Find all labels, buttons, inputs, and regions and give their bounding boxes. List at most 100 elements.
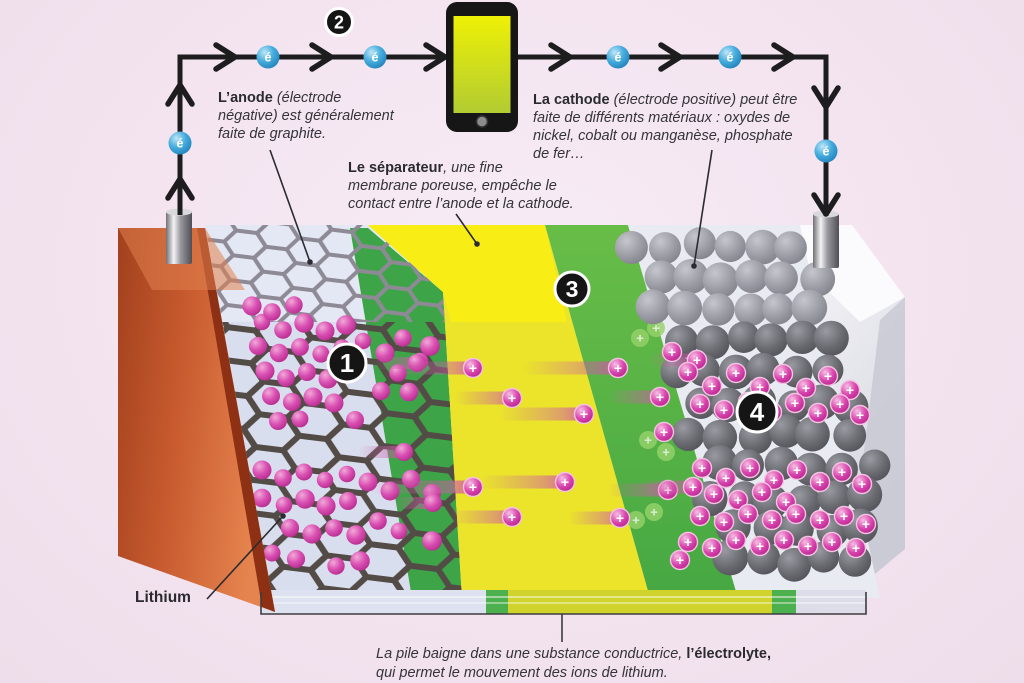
lithium-ion (390, 522, 408, 540)
flow-arrow-icon (309, 42, 334, 72)
lithium-ion (280, 518, 300, 538)
cathode-particle (667, 290, 703, 326)
svg-text:+: + (693, 352, 701, 368)
step-badge-1: 1 (326, 342, 368, 384)
lithium-ion (295, 489, 315, 509)
lithium-ion (294, 313, 314, 333)
cathode-particle (649, 232, 681, 265)
svg-text:+: + (696, 396, 704, 412)
cathode-particle (673, 259, 709, 294)
anode-annotation: L’anode (électrode négative) est général… (218, 90, 400, 144)
svg-text:+: + (816, 474, 824, 490)
lithium-ion (277, 369, 295, 387)
lithium-ion (336, 315, 356, 335)
positive-ion: + (641, 476, 704, 498)
cathode-particle (774, 231, 807, 265)
positive-ion: + (608, 386, 671, 408)
svg-text:+: + (580, 406, 588, 422)
svg-text:+: + (816, 512, 824, 528)
cathode-particle (762, 293, 794, 325)
flow-arrow-icon (423, 42, 448, 72)
positive-ion: + (701, 537, 723, 559)
anode-term: L’anode (218, 90, 273, 106)
positive-ion: + (851, 473, 873, 495)
lithium-ion (315, 321, 335, 341)
positive-ion: + (661, 341, 683, 363)
lithium-ions-group (242, 296, 442, 575)
svg-text:+: + (814, 405, 822, 421)
lithium-ion (303, 387, 323, 407)
phone-icon (446, 2, 518, 132)
cathode-particle (735, 259, 769, 293)
lithium-label: Lithium (135, 589, 191, 606)
lithium-ion-moving (393, 494, 442, 512)
svg-text:+: + (636, 331, 644, 346)
electron-icon: é (814, 139, 838, 163)
lithium-ion (327, 557, 345, 575)
positive-ion: + (480, 471, 576, 493)
svg-text:+: + (758, 484, 766, 500)
svg-text:+: + (824, 368, 832, 384)
ghost-ion: + (631, 329, 649, 347)
electron-icon: é (606, 45, 630, 69)
svg-text:+: + (756, 538, 764, 554)
battery-bottom-edge (262, 590, 866, 614)
cathode-particle (695, 325, 730, 360)
step-badge-2-number: 2 (334, 13, 344, 33)
separator-desc: , une fine membrane poreuse, empêche le … (348, 160, 574, 212)
positive-ion: + (450, 506, 523, 528)
positive-ion: + (703, 483, 725, 505)
right-terminal (813, 210, 839, 268)
electron-icon: é (256, 45, 280, 69)
svg-text:+: + (662, 445, 670, 460)
svg-text:+: + (722, 470, 730, 486)
svg-text:+: + (852, 540, 860, 556)
step-badge-4-number: 4 (750, 397, 765, 427)
lithium-ion (350, 551, 370, 571)
svg-text:é: é (615, 51, 622, 65)
cathode-term: La cathode (533, 92, 610, 108)
separator-top-face (368, 225, 567, 322)
positive-ion: + (689, 393, 711, 415)
cathode-particle (683, 227, 717, 260)
ghost-ion: + (657, 443, 675, 461)
lithium-ion (295, 463, 313, 481)
lithium-ion (269, 343, 289, 363)
cathode-particle (764, 261, 798, 296)
left-electrode (118, 228, 275, 612)
lithium-ion (316, 496, 336, 516)
svg-text:+: + (469, 479, 477, 495)
cathode-particle (754, 323, 788, 357)
battery-cell: ++++++ +++++++++++++++++++++++++++++++++… (118, 208, 905, 614)
positive-ion: + (845, 537, 867, 559)
positive-ion: + (701, 375, 723, 397)
lithium-ion (339, 492, 357, 510)
positive-ion: + (784, 392, 806, 414)
lithium-ion (286, 549, 306, 569)
step-badge-4: 4 (735, 390, 779, 434)
svg-text:+: + (768, 512, 776, 528)
lithium-ion (394, 329, 412, 347)
separator-right-face (545, 225, 738, 598)
svg-text:+: + (469, 360, 477, 376)
lithium-ion (312, 345, 330, 363)
svg-text:+: + (782, 494, 790, 510)
electrolyte-bracket (260, 592, 867, 642)
step-badge-2: 2 (324, 7, 354, 37)
positive-ion: + (807, 402, 829, 424)
ghost-ion: + (627, 511, 645, 529)
cathode-particle (813, 320, 849, 356)
electrolyte-term: l’électrolyte (686, 646, 767, 662)
positive-ion: + (368, 476, 484, 498)
svg-text:+: + (720, 402, 728, 418)
positive-ion: + (689, 505, 711, 527)
positive-ion: + (568, 507, 631, 529)
lithium-ion (369, 512, 387, 530)
cathode-particle (702, 293, 735, 326)
lithium-ion (346, 411, 364, 429)
lithium-ion (252, 460, 272, 480)
svg-text:+: + (838, 464, 846, 480)
electron-icon: é (363, 45, 387, 69)
svg-text:+: + (734, 492, 742, 508)
